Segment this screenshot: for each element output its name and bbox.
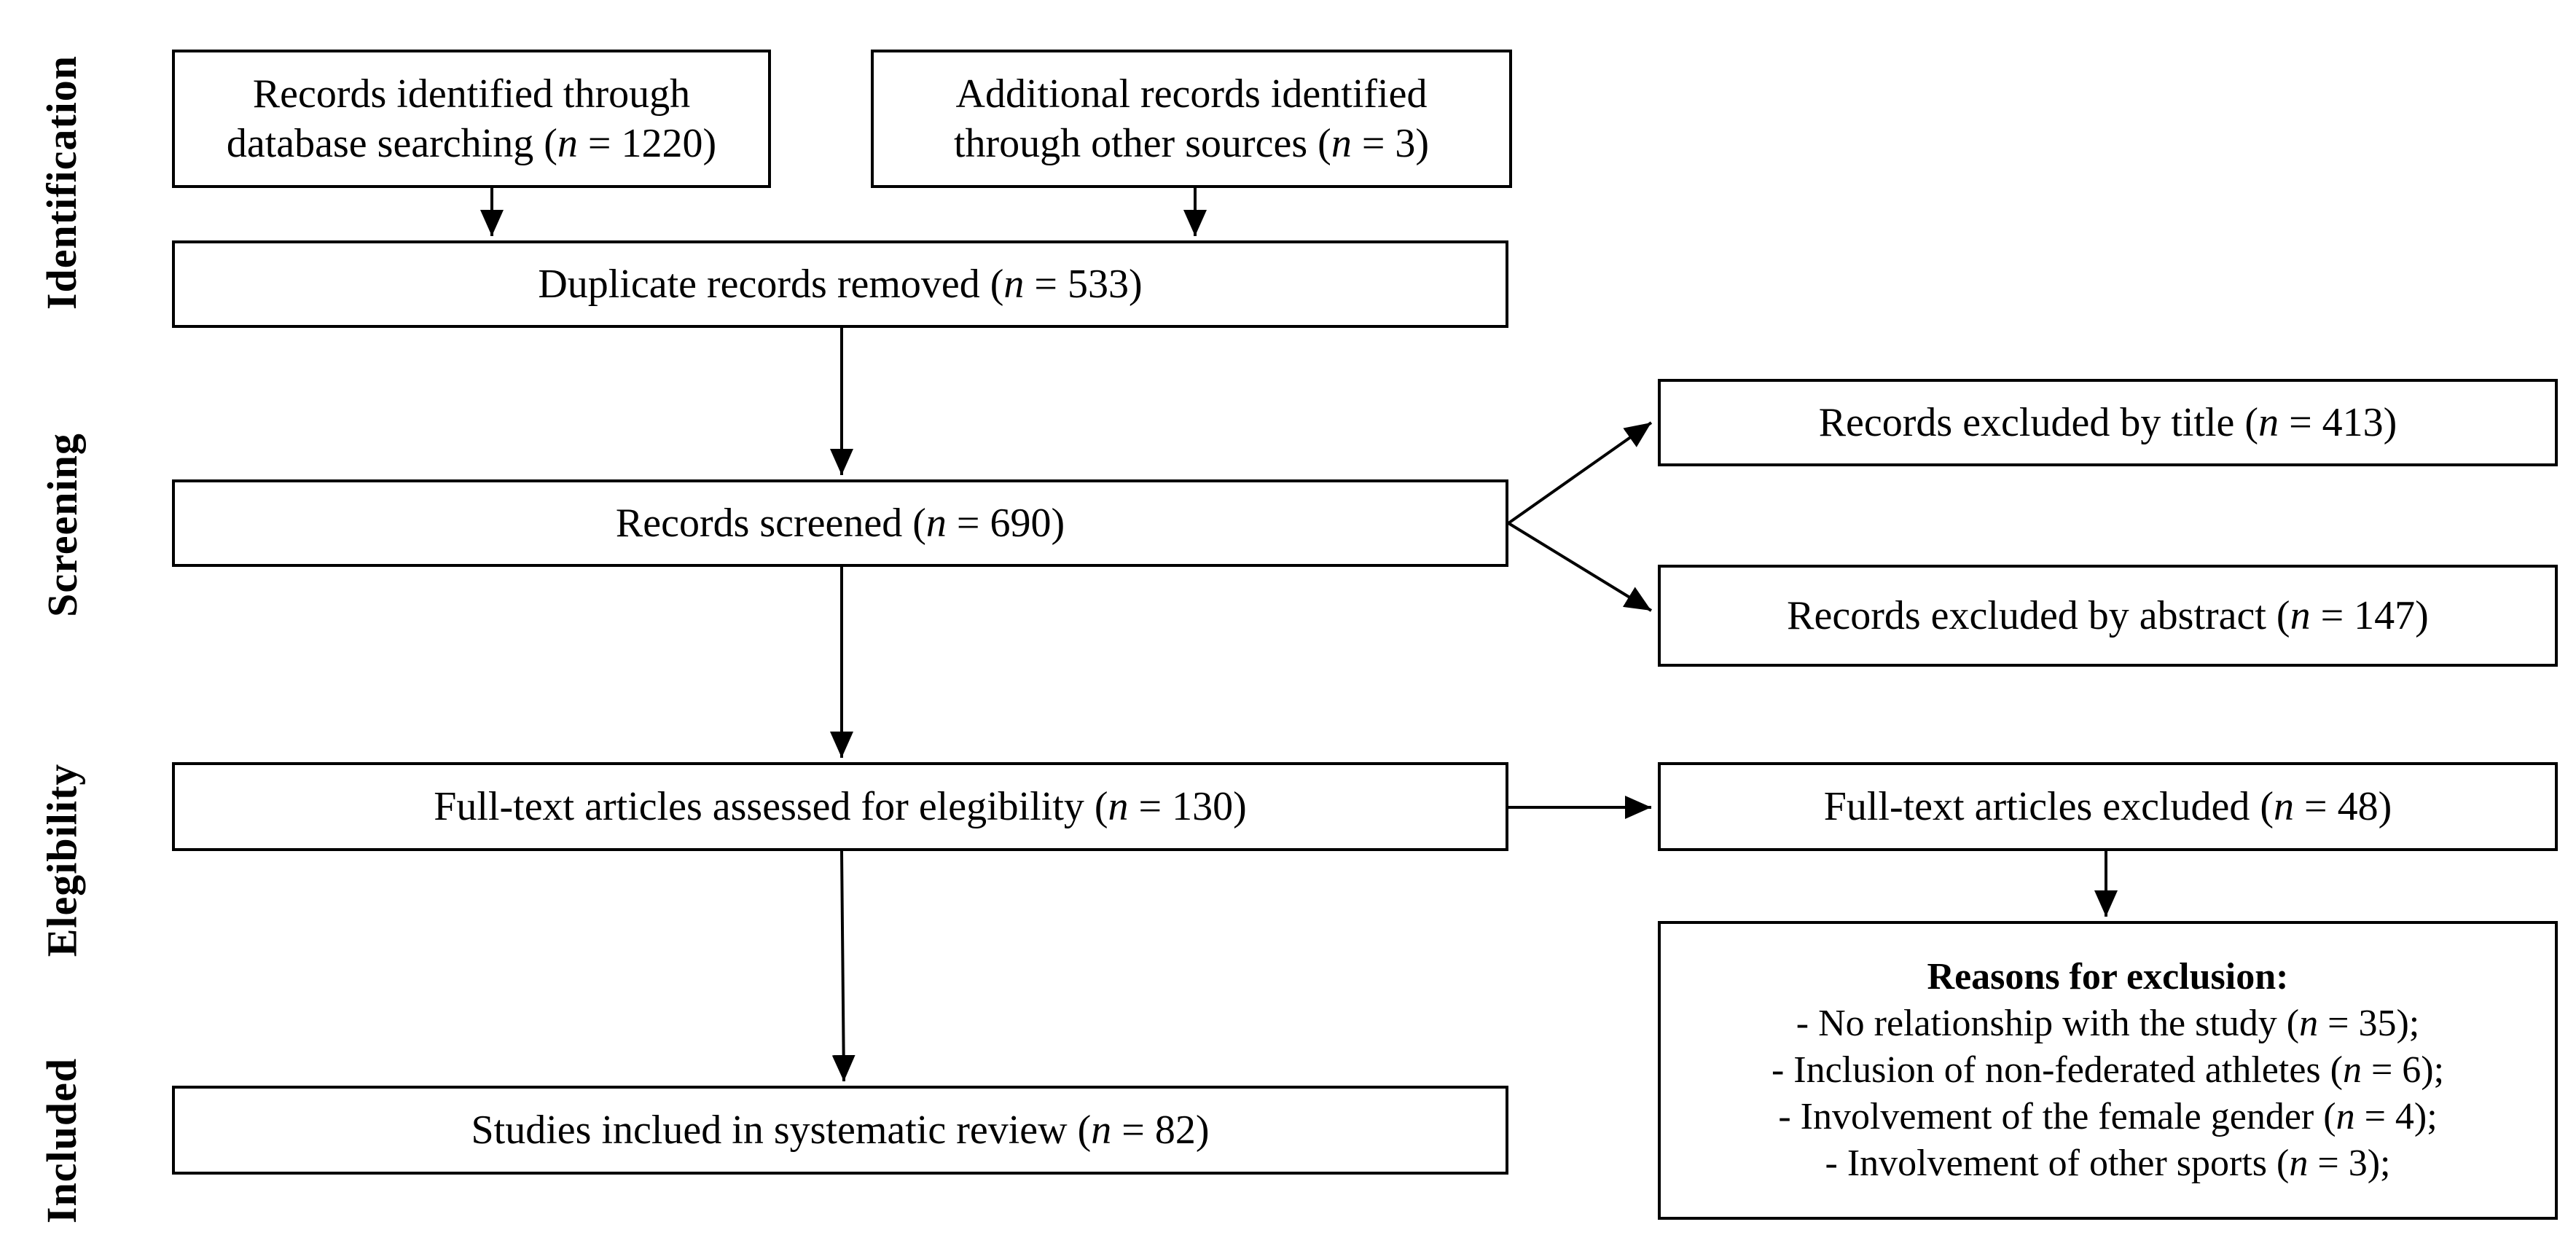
box-studies-included: Studies inclued in systematic review (n … [172,1086,1508,1175]
box-database-records: Records identified through database sear… [172,50,771,188]
arrow-screened-to-excluded-title [1507,421,1653,525]
reason-item: - No relationship with the study (n = 35… [1796,1003,2420,1045]
box-fulltext-excluded: Full-text articles excluded (n = 48) [1658,762,2558,851]
box-records-screened: Records screened (n = 690) [172,479,1508,567]
box-other-sources: Additional records identified through ot… [871,50,1512,188]
reason-item: - Inclusion of non-federated athletes (n… [1771,1049,2445,1092]
reasons-title: Reasons for exclusion: [1927,956,2289,998]
arrow-screened-to-excluded-abstract [1507,522,1653,612]
box-fulltext-assessed: Full-text articles assessed for elegibil… [172,762,1508,851]
box-reasons-for-exclusion: Reasons for exclusion: - No relationship… [1658,921,2558,1220]
box-excluded-by-abstract: Records excluded by abstract (n = 147) [1658,565,2558,667]
box-excluded-by-title: Records excluded by title (n = 413) [1658,379,2558,466]
arrow-fulltext-to-included [831,850,856,1082]
reason-item: - Involvement of the female gender (n = … [1778,1095,2438,1137]
reason-item: - Involvement of other sports (n = 3); [1825,1142,2391,1184]
box-duplicates-removed: Duplicate records removed (n = 533) [172,240,1508,328]
